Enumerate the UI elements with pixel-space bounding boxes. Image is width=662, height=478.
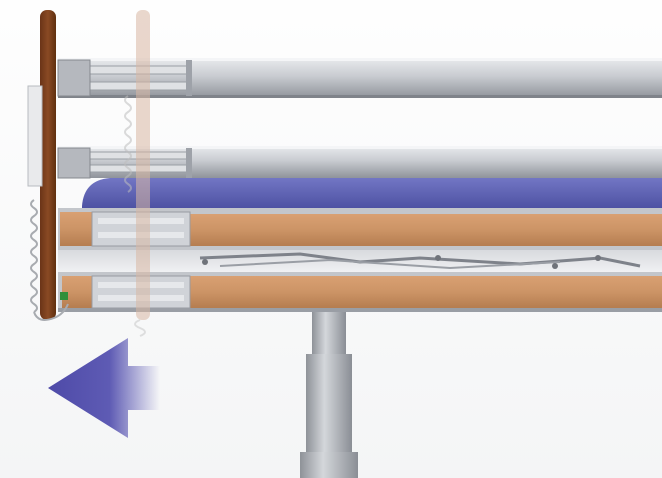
headboard-ghost-position bbox=[124, 10, 150, 337]
headboard-post bbox=[27, 10, 69, 321]
left-arrow-icon bbox=[48, 338, 160, 438]
lower-wood-panel bbox=[58, 272, 662, 312]
upper-wood-panel bbox=[58, 208, 662, 250]
middle-rail bbox=[57, 146, 662, 179]
lift-column bbox=[300, 312, 358, 478]
mattress bbox=[82, 178, 662, 208]
frame-mechanism bbox=[58, 250, 662, 272]
